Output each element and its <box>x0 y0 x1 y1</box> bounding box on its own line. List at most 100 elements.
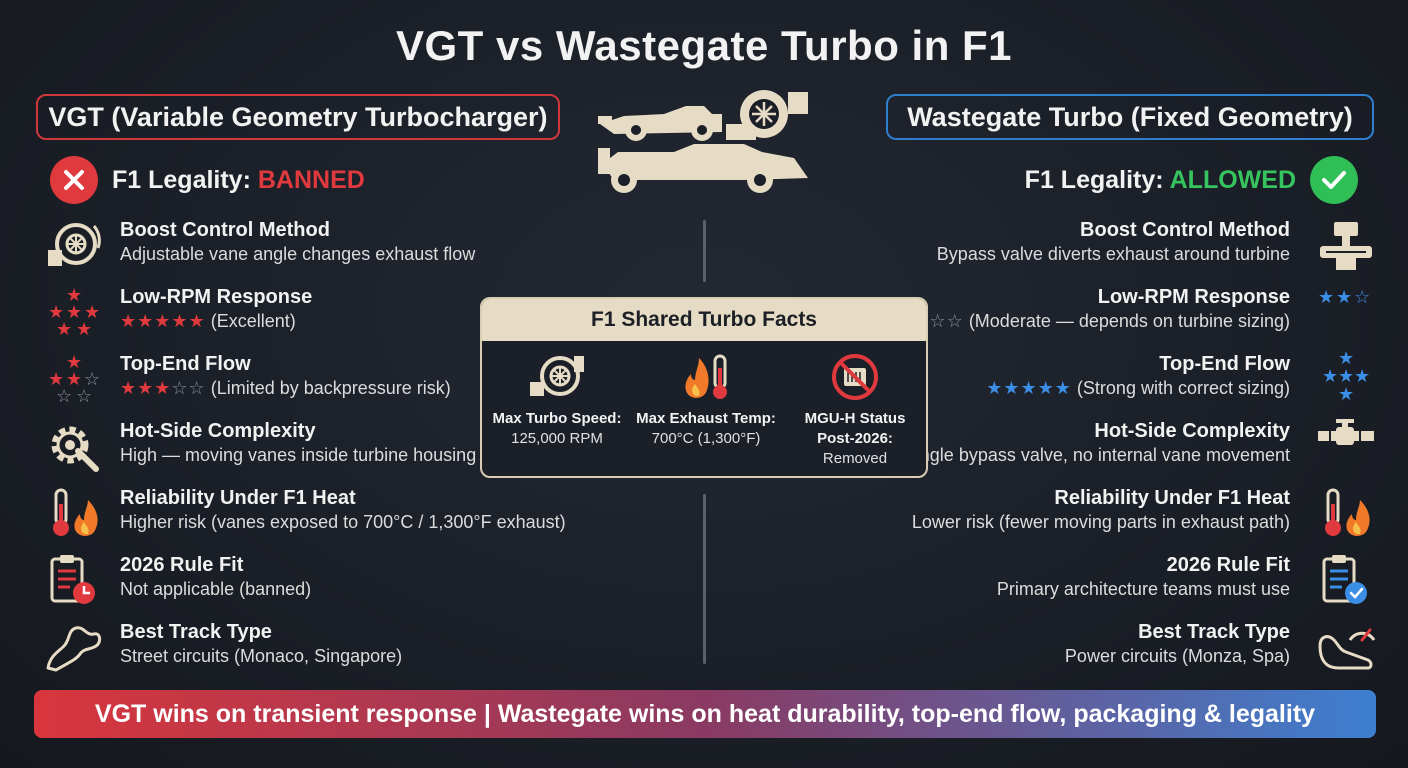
svg-text:★: ★ <box>1336 287 1352 308</box>
row-detail: Primary architecture teams must use <box>996 579 1290 599</box>
row-detail: Street circuits (Monaco, Singapore) <box>120 646 403 666</box>
row-heading: Top-End Flow <box>1159 353 1290 375</box>
vgt-row-2026-rule-fit: 2026 Rule Fit Not applicable (banned) <box>44 553 604 607</box>
wastegate-valve-icon <box>1320 222 1372 270</box>
facts-heading: F1 Shared Turbo Facts <box>482 299 926 341</box>
thermometer-flame-icon <box>53 488 98 536</box>
star-rating: ★★★ <box>120 378 172 398</box>
center-divider <box>703 494 706 664</box>
svg-text:★: ★ <box>76 319 92 339</box>
svg-text:★: ★ <box>48 302 64 323</box>
turbo-arrows-icon <box>48 223 101 266</box>
fact-value: 125,000 RPM <box>511 430 603 447</box>
fact-label: MGU-H Status <box>804 410 906 427</box>
row-detail: Higher risk (vanes exposed to 700°C / 1,… <box>120 512 566 532</box>
turbo-icon <box>530 356 584 396</box>
row-heading: Best Track Type <box>120 621 272 643</box>
row-heading: Best Track Type <box>1138 621 1290 643</box>
vgt-row-top-end-flow: ★★★☆☆☆ Top-End Flow ★★★☆☆ (Limited by ba… <box>44 352 604 406</box>
wastegate-legality: F1 Legality: ALLOWED <box>1025 156 1358 204</box>
allowed-check-icon <box>1310 156 1358 204</box>
svg-text:★: ★ <box>66 302 82 323</box>
fact-value: Removed <box>822 450 888 467</box>
gear-wrench-icon <box>51 426 99 472</box>
row-heading: Low-RPM Response <box>1097 286 1290 308</box>
row-detail: (Strong with correct sizing) <box>1076 378 1290 398</box>
legality-allowed: ALLOWED <box>1169 165 1296 194</box>
mgu-h-removed-icon <box>832 354 878 400</box>
star-rating-empty: ☆☆ <box>171 378 206 398</box>
star-rating-empty: ☆☆ <box>929 311 964 331</box>
stars-cluster-icon: ★★★★★ <box>1322 352 1370 405</box>
row-detail: (Limited by backpressure risk) <box>210 378 451 398</box>
svg-text:★: ★ <box>66 285 82 306</box>
legality-label: F1 Legality: <box>1024 165 1164 194</box>
row-detail: Not applicable (banned) <box>120 579 312 599</box>
row-detail: Lower risk (fewer moving parts in exhaus… <box>911 512 1290 532</box>
vgt-legality: F1 Legality: BANNED <box>50 156 365 204</box>
row-detail: Power circuits (Monza, Spa) <box>1064 646 1290 666</box>
svg-text:★: ★ <box>48 369 64 390</box>
svg-text:★: ★ <box>1322 366 1338 387</box>
thermometer-flame-icon <box>1325 488 1370 536</box>
clipboard-clock-icon <box>50 555 95 604</box>
svg-text:★: ★ <box>56 319 72 339</box>
power-circuit-speedometer-icon <box>1318 628 1376 670</box>
row-heading: Boost Control Method <box>1080 219 1290 241</box>
wastegate-row-hot-side-complexity: Hot-Side Complexity Low — single bypass … <box>800 419 1376 473</box>
row-detail: Adjustable vane angle changes exhaust fl… <box>120 244 476 264</box>
street-circuit-icon <box>46 626 102 672</box>
row-heading: Low-RPM Response <box>120 286 313 308</box>
svg-text:★: ★ <box>1354 366 1370 387</box>
stars-cluster-icon: ★★★★★★ <box>48 285 100 339</box>
legality-label: F1 Legality: <box>112 165 251 194</box>
svg-text:☆: ☆ <box>56 386 72 406</box>
row-heading: 2026 Rule Fit <box>1166 554 1290 576</box>
row-detail: High — moving vanes inside turbine housi… <box>120 445 477 465</box>
row-detail: Low — single bypass valve, no internal v… <box>845 445 1290 465</box>
wastegate-row-boost-control: Boost Control Method Bypass valve divert… <box>800 218 1376 272</box>
row-heading: Boost Control Method <box>120 219 330 241</box>
vgt-row-hot-side-complexity: Hot-Side Complexity High — moving vanes … <box>44 419 604 473</box>
svg-text:★: ★ <box>1318 287 1334 308</box>
stars-cluster-icon: ★★★☆☆☆ <box>48 352 100 406</box>
vgt-header: VGT (Variable Geometry Turbocharger) <box>36 94 560 140</box>
center-divider <box>703 220 706 282</box>
row-heading: Hot-Side Complexity <box>1094 420 1290 442</box>
wastegate-row-top-end-flow: ★★★★★ Top-End Flow ★★★★★ (Strong with co… <box>800 352 1376 406</box>
row-heading: Reliability Under F1 Heat <box>1054 487 1290 509</box>
row-heading: Hot-Side Complexity <box>120 420 316 442</box>
banned-x-icon <box>50 156 98 204</box>
row-heading: Top-End Flow <box>120 353 251 375</box>
summary-banner: VGT wins on transient response | Wastega… <box>34 690 1376 738</box>
row-heading: 2026 Rule Fit <box>120 554 244 576</box>
stars-cluster-icon: ★★☆ <box>1318 287 1370 308</box>
vgt-row-reliability: Reliability Under F1 Heat Higher risk (v… <box>44 486 604 540</box>
fact-label: Max Exhaust Temp: <box>636 410 776 427</box>
star-rating: ★★★★★ <box>120 311 206 331</box>
fact-label: Max Turbo Speed: <box>492 410 622 427</box>
fact-value: 700°C (1,300°F) <box>651 430 761 447</box>
svg-text:☆: ☆ <box>1354 287 1370 308</box>
legality-banned: BANNED <box>257 165 365 194</box>
f1-cars-turbo-icon <box>598 90 808 193</box>
clipboard-check-icon <box>1322 555 1367 604</box>
wastegate-row-reliability: Reliability Under F1 Heat Lower risk (fe… <box>800 486 1376 540</box>
row-heading: Reliability Under F1 Heat <box>120 487 356 509</box>
svg-text:★: ★ <box>84 302 100 323</box>
vgt-row-boost-control: Boost Control Method Adjustable vane ang… <box>44 218 604 272</box>
pipe-valve-icon <box>1318 419 1374 445</box>
row-detail: (Excellent) <box>210 311 296 331</box>
wastegate-header: Wastegate Turbo (Fixed Geometry) <box>886 94 1374 140</box>
svg-text:★: ★ <box>1338 352 1354 369</box>
vgt-row-best-track-type: Best Track Type Street circuits (Monaco,… <box>44 620 604 674</box>
svg-text:★: ★ <box>66 369 82 390</box>
svg-text:☆: ☆ <box>76 386 92 406</box>
vgt-row-low-rpm-response: ★★★★★★ Low-RPM Response ★★★★★ (Excellent… <box>44 285 604 339</box>
fact-mgu-h-status: MGU-H Status Post-2026: Removed <box>780 345 926 469</box>
shared-facts-panel: F1 Shared Turbo Facts Max Turbo Speed: 1… <box>480 297 928 478</box>
wastegate-row-best-track-type: Best Track Type Power circuits (Monza, S… <box>800 620 1376 674</box>
svg-text:★: ★ <box>1338 384 1354 405</box>
row-detail: Bypass valve diverts exhaust around turb… <box>936 244 1290 264</box>
fact-label: Post-2026: <box>817 430 893 447</box>
